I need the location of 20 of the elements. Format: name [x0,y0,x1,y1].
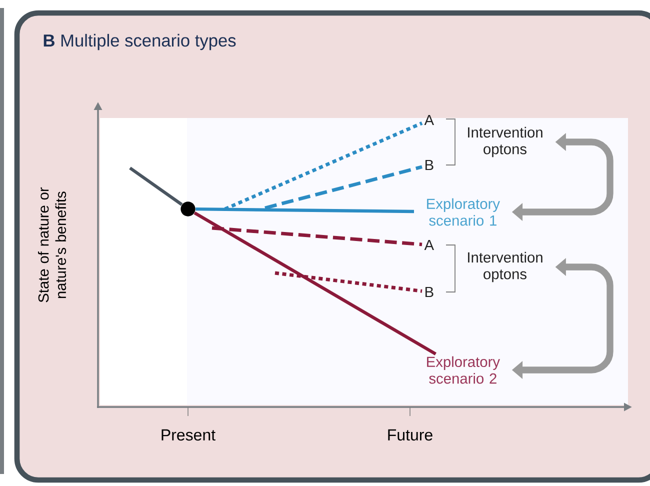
axis-label: Present [162,429,216,441]
scenario-line [212,226,422,246]
scenario-line [264,165,422,210]
title: B Multiple scenario types [44,34,236,50]
axis-label: State of nature or nature's benefits [38,187,66,302]
scenario-label: Intervention optons [468,126,542,158]
branch-point [180,202,196,216]
scenario-line [129,166,183,206]
scenario-line [194,211,436,356]
scenario-line [196,207,414,214]
option-letter: A [424,114,434,126]
option-letter: B [425,160,434,170]
scenario-label: Exploratory scenario 1 [427,198,500,226]
scenario-line [274,271,422,293]
option-letter: B [425,286,434,298]
scenario-label: Intervention optons [468,252,542,282]
axis-label: Future [388,429,432,441]
scenario-line [224,122,423,211]
scenario-label: Exploratory scenario 2 [427,356,500,384]
option-letter: A [424,240,434,250]
